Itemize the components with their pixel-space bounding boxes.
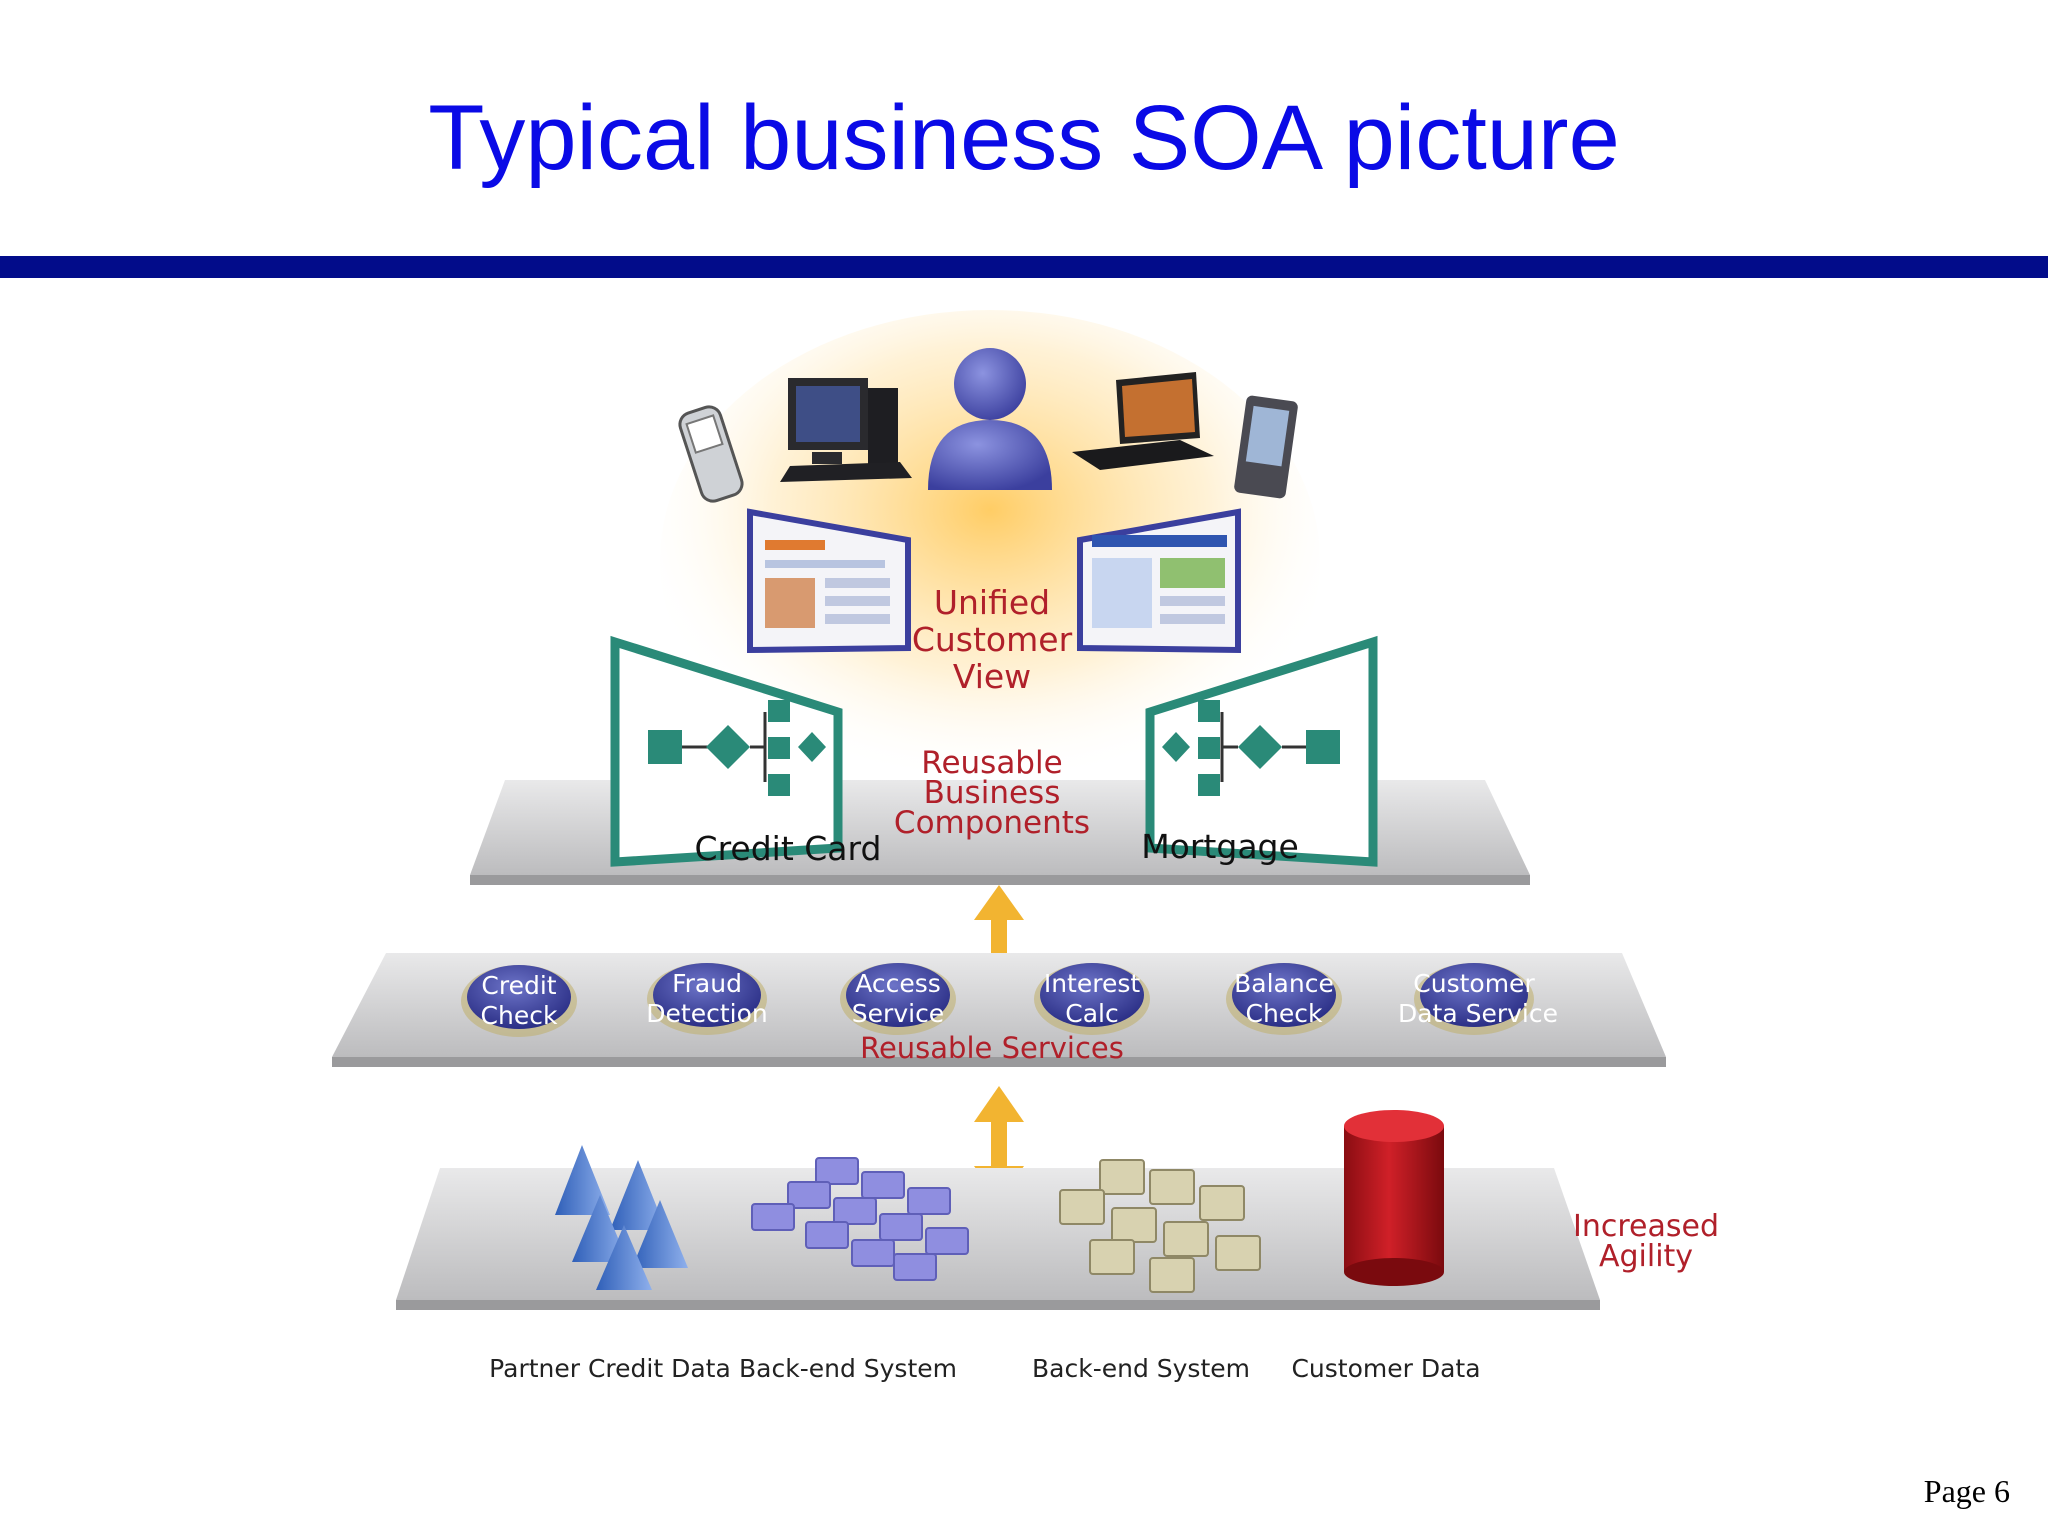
mobile-phone-icon — [678, 405, 744, 503]
database-cylinder-icon — [1344, 1110, 1444, 1286]
svg-text:Unified: Unified — [934, 583, 1050, 622]
svg-text:Fraud: Fraud — [672, 969, 742, 998]
laptop-icon — [1072, 372, 1214, 470]
service-disc-access-service: Access Service — [840, 963, 956, 1035]
user-icon — [928, 348, 1052, 490]
data-platform — [396, 1168, 1600, 1310]
svg-text:Business: Business — [924, 775, 1061, 811]
svg-text:Calc: Calc — [1065, 999, 1118, 1028]
customer-data-label: Customer Data — [1291, 1354, 1480, 1383]
credit-card-process-panel — [610, 635, 843, 867]
unified-customer-view-label: Unified Customer View — [912, 583, 1073, 696]
cube-grid-icon — [751, 1157, 969, 1281]
svg-text:Balance: Balance — [1234, 969, 1334, 998]
svg-text:Check: Check — [481, 1001, 558, 1030]
svg-text:View: View — [953, 657, 1031, 696]
svg-text:Detection: Detection — [646, 999, 767, 1028]
credit-card-label: Credit Card — [695, 829, 882, 868]
service-disc-interest-calc: Interest Calc — [1034, 963, 1150, 1035]
svg-text:Components: Components — [894, 805, 1090, 841]
slide-title: Typical business SOA picture — [428, 87, 1620, 189]
service-disc-credit-check: Credit Check — [461, 965, 577, 1037]
backend-system-label-1: Back-end System — [739, 1354, 957, 1383]
reusable-business-components-label: Reusable Business Components — [894, 745, 1090, 841]
block-stack-icon — [1059, 1159, 1261, 1293]
mortgage-process-panel — [1145, 635, 1378, 867]
svg-text:Customer: Customer — [1413, 969, 1535, 998]
title-divider — [0, 256, 2048, 278]
svg-text:Customer: Customer — [912, 620, 1073, 659]
mortgage-label: Mortgage — [1141, 827, 1299, 866]
svg-text:Reusable: Reusable — [921, 745, 1062, 781]
reusable-services-label: Reusable Services — [860, 1031, 1124, 1065]
desktop-computer-icon — [780, 378, 912, 482]
svg-text:Interest: Interest — [1044, 969, 1141, 998]
svg-text:Credit: Credit — [481, 971, 556, 1000]
service-disc-balance-check: Balance Check — [1226, 963, 1342, 1035]
left-browser-window — [747, 508, 911, 654]
pda-icon — [1234, 395, 1298, 499]
service-disc-fraud-detection: Fraud Detection — [646, 963, 768, 1035]
svg-text:Check: Check — [1246, 999, 1323, 1028]
svg-text:Access: Access — [855, 969, 941, 998]
svg-text:Data Service: Data Service — [1398, 999, 1558, 1028]
backend-system-label-2: Back-end System — [1032, 1354, 1250, 1383]
partner-credit-data-label: Partner Credit Data — [489, 1354, 731, 1383]
right-browser-window — [1077, 508, 1241, 654]
svg-text:Agility: Agility — [1599, 1239, 1693, 1274]
svg-text:Service: Service — [852, 999, 944, 1028]
increased-agility-label: Increased Agility — [1573, 1209, 1719, 1274]
svg-text:Increased: Increased — [1573, 1209, 1719, 1244]
service-disc-customer-data-service: Customer Data Service — [1398, 963, 1558, 1035]
pyramid-cluster-icon — [555, 1145, 688, 1290]
page-number: Page 6 — [1923, 1473, 2010, 1509]
